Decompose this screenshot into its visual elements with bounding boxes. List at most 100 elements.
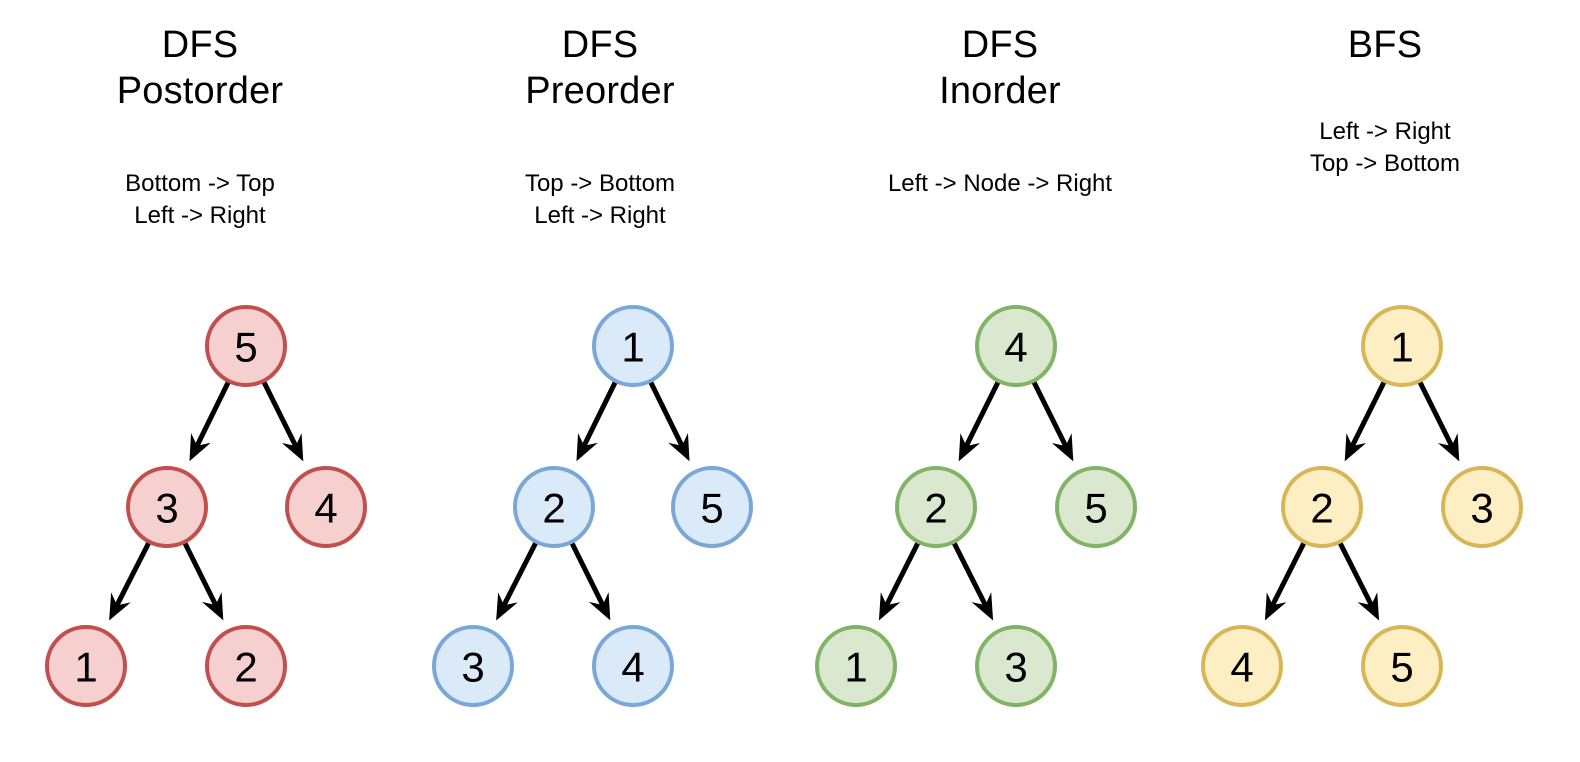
- tree-node[interactable]: 3: [975, 625, 1057, 707]
- node-circle: [285, 466, 367, 548]
- column-title-dfs-inorder: DFS Inorder: [939, 24, 1061, 112]
- tree-edge: [1344, 379, 1387, 462]
- node-label: 5: [700, 485, 723, 532]
- arrowhead-icon: [588, 592, 611, 621]
- node-circle: [975, 625, 1057, 707]
- tree-node[interactable]: 2: [205, 625, 287, 707]
- tree-dfs-preorder: 1 2 5 3 4: [432, 305, 753, 707]
- tree-bfs: 1 2 3 4 5: [1201, 305, 1523, 707]
- arrowhead-icon: [1264, 592, 1287, 621]
- tree-node[interactable]: 1: [45, 625, 127, 707]
- tree-edge: [1337, 540, 1380, 621]
- node-circle: [815, 625, 897, 707]
- arrowhead-icon: [958, 433, 981, 462]
- column-title-bfs: BFS: [1347, 24, 1423, 66]
- arrowhead-icon: [576, 433, 598, 462]
- tree-node[interactable]: 2: [1281, 466, 1363, 548]
- arrowhead-icon: [1357, 592, 1380, 621]
- arrowhead-icon: [281, 433, 304, 462]
- tree-node[interactable]: 3: [1441, 466, 1523, 548]
- node-circle: [45, 625, 127, 707]
- node-circle: [1055, 466, 1137, 548]
- node-circle: [432, 625, 514, 707]
- node-circle: [592, 625, 674, 707]
- tree-node[interactable]: 5: [671, 466, 753, 548]
- column-title-dfs-preorder: DFS Preorder: [525, 24, 675, 112]
- node-circle: [592, 305, 674, 387]
- tree-edge: [958, 379, 1001, 462]
- node-label: 5: [1084, 485, 1107, 532]
- tree-node[interactable]: 1: [1361, 305, 1443, 387]
- column-subtitle-dfs-inorder: Left -> Node -> Right: [887, 170, 1113, 197]
- arrowhead-icon: [109, 592, 131, 621]
- tree-edge: [647, 379, 690, 462]
- node-label: 1: [621, 324, 644, 371]
- tree-edge: [182, 540, 224, 621]
- node-label: 2: [1310, 485, 1333, 532]
- node-label: 1: [74, 644, 97, 691]
- node-label: 3: [461, 644, 484, 691]
- node-label: 5: [234, 324, 257, 371]
- tree-node[interactable]: 5: [1055, 466, 1137, 548]
- node-label: 1: [1390, 324, 1413, 371]
- tree-node[interactable]: 4: [285, 466, 367, 548]
- node-circle: [126, 466, 208, 548]
- tree-edge: [261, 379, 304, 462]
- node-circle: [1361, 625, 1443, 707]
- node-circle: [1201, 625, 1283, 707]
- node-circle: [671, 466, 753, 548]
- tree-node[interactable]: 4: [975, 305, 1057, 387]
- node-label: 2: [542, 485, 565, 532]
- node-label: 2: [924, 485, 947, 532]
- tree-node[interactable]: 1: [815, 625, 897, 707]
- tree-node[interactable]: 4: [1201, 625, 1283, 707]
- arrowhead-icon: [201, 592, 224, 621]
- tree-node[interactable]: 2: [895, 466, 977, 548]
- node-circle: [1361, 305, 1443, 387]
- tree-edge: [951, 540, 994, 621]
- node-circle: [975, 305, 1057, 387]
- tree-edge: [569, 540, 611, 621]
- tree-edge: [109, 540, 152, 621]
- tree-edge: [1417, 379, 1460, 462]
- node-circle: [1281, 466, 1363, 548]
- tree-node[interactable]: 1: [592, 305, 674, 387]
- node-label: 4: [314, 485, 337, 532]
- node-label: 4: [1004, 324, 1027, 371]
- tree-node[interactable]: 5: [1361, 625, 1443, 707]
- node-circle: [205, 625, 287, 707]
- node-label: 4: [621, 644, 644, 691]
- tree-edge: [189, 379, 232, 462]
- tree-edge: [576, 379, 619, 462]
- column-subtitle-dfs-preorder: Top -> Bottom Left -> Right: [524, 170, 676, 229]
- node-label: 3: [1470, 485, 1493, 532]
- tree-node[interactable]: 3: [432, 625, 514, 707]
- arrowhead-icon: [189, 433, 211, 462]
- arrowhead-icon: [1437, 433, 1460, 462]
- node-circle: [205, 305, 287, 387]
- tree-edge: [878, 540, 921, 621]
- arrowhead-icon: [496, 592, 518, 621]
- node-circle: [513, 466, 595, 548]
- arrowhead-icon: [971, 592, 994, 621]
- column-subtitle-bfs: Left -> Right Top -> Bottom: [1309, 118, 1461, 177]
- node-label: 1: [844, 644, 867, 691]
- node-label: 2: [234, 644, 257, 691]
- arrowhead-icon: [1051, 433, 1074, 462]
- tree-node[interactable]: 4: [592, 625, 674, 707]
- tree-node[interactable]: 2: [513, 466, 595, 548]
- tree-edge: [1031, 379, 1074, 462]
- node-label: 4: [1230, 644, 1253, 691]
- column-title-dfs-postorder: DFS Postorder: [116, 24, 284, 112]
- node-circle: [895, 466, 977, 548]
- tree-dfs-inorder: 4 2 5 1 3: [815, 305, 1137, 707]
- tree-node[interactable]: 3: [126, 466, 208, 548]
- arrowhead-icon: [668, 433, 690, 462]
- arrowhead-icon: [878, 592, 901, 621]
- tree-node[interactable]: 5: [205, 305, 287, 387]
- node-label: 3: [1004, 644, 1027, 691]
